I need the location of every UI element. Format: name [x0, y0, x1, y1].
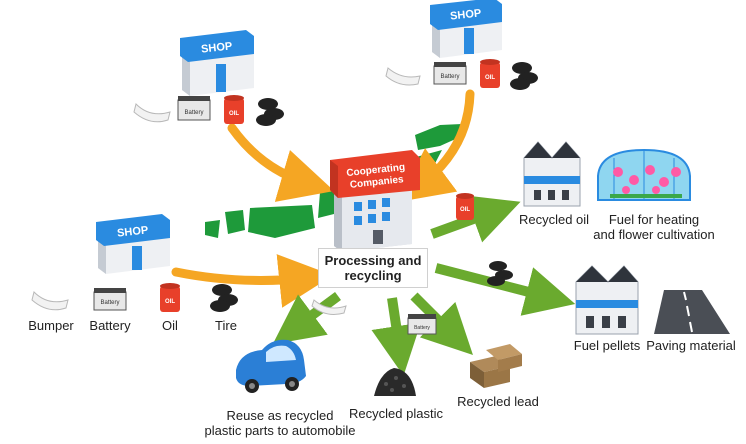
shop-icon-topleft: SHOP — [180, 30, 254, 96]
label-bumper: Bumper — [28, 318, 74, 333]
label-recycled-lead: Recycled lead — [457, 394, 539, 409]
label-fuel-pellets: Fuel pellets — [573, 338, 641, 353]
greenhouse-flowers-icon — [597, 148, 691, 201]
battery-icon: Battery — [433, 62, 467, 85]
oil-tag: OIL — [165, 299, 175, 305]
battery-tag: Battery — [440, 74, 459, 80]
label-reuse-parts-line-1: Reuse as recycled — [226, 408, 334, 423]
shop-icon-topright: SHOP — [430, 0, 502, 58]
oil-can-icon: OIL — [224, 95, 244, 124]
arrow-shop-topleft — [227, 123, 335, 202]
items-topleft: Battery OIL — [133, 95, 284, 126]
processing-recycling-label: Processing and recycling — [318, 248, 428, 288]
arrow-shop-left — [171, 254, 334, 308]
label-fuel-heating: Fuel for heating and flower cultivation — [590, 212, 718, 242]
shop-sign-text: SHOP — [201, 40, 233, 55]
battery-tag: Battery — [414, 325, 430, 331]
label-reuse-parts-line-2: plastic parts to automobile — [204, 423, 356, 438]
process-label-line-2: recycling — [344, 268, 402, 283]
car-icon — [236, 339, 306, 393]
bumper-on-arrow-icon — [311, 299, 347, 315]
shop-icon-left: SHOP — [96, 214, 170, 274]
arrow-to-recycled-oil — [430, 195, 521, 243]
tire-icon — [510, 62, 538, 90]
shop-sign-text: SHOP — [117, 224, 149, 239]
input-arrows — [171, 89, 475, 308]
cooperating-companies-building: Cooperating Companies — [330, 150, 420, 252]
shop-sign-text: SHOP — [450, 7, 482, 22]
items-labeled: Battery OIL — [31, 283, 238, 312]
tire-on-arrow-icon — [487, 261, 513, 286]
label-oil: Oil — [162, 318, 178, 333]
battery-icon: Battery — [93, 288, 127, 311]
arrow-shop-topright — [397, 89, 475, 202]
label-reuse-parts: Reuse as recycled plastic parts to autom… — [200, 408, 360, 438]
items-topright: Battery OIL — [385, 59, 538, 90]
factory-icon-pellets — [575, 265, 639, 335]
oil-tag: OIL — [229, 111, 239, 117]
process-label-line-1: Processing and — [324, 253, 422, 268]
battery-tag: Battery — [184, 110, 203, 116]
bumper-icon — [31, 291, 69, 311]
bumper-icon — [133, 103, 171, 123]
tire-icon — [210, 284, 238, 312]
oil-tag: OIL — [485, 75, 495, 81]
label-tire: Tire — [215, 318, 237, 333]
battery-on-arrow-icon: Battery — [407, 314, 437, 335]
tire-icon — [256, 98, 284, 126]
oil-can-on-arrow: OIL — [456, 193, 474, 220]
battery-tag: Battery — [100, 300, 119, 306]
lead-ingots-icon — [470, 344, 522, 388]
arrow-to-recycled-plastic — [371, 297, 421, 376]
label-recycled-oil: Recycled oil — [518, 212, 590, 227]
oil-can-icon: OIL — [480, 59, 500, 88]
paved-road-icon — [654, 290, 730, 334]
oil-tag: OIL — [460, 207, 470, 213]
label-paving-material: Paving material — [646, 338, 736, 353]
label-recycled-plastic: Recycled plastic — [349, 406, 443, 421]
label-battery: Battery — [89, 318, 131, 333]
bumper-icon — [385, 67, 421, 86]
battery-icon: Battery — [177, 96, 211, 121]
label-fuel-heating-line-2: and flower cultivation — [593, 227, 715, 242]
arrow-to-reuse-parts — [272, 291, 341, 345]
label-fuel-heating-line-1: Fuel for heating — [608, 212, 700, 227]
oil-can-icon: OIL — [160, 283, 180, 312]
factory-icon-oil — [523, 141, 581, 207]
plastic-pellets-pile-icon — [374, 368, 416, 396]
